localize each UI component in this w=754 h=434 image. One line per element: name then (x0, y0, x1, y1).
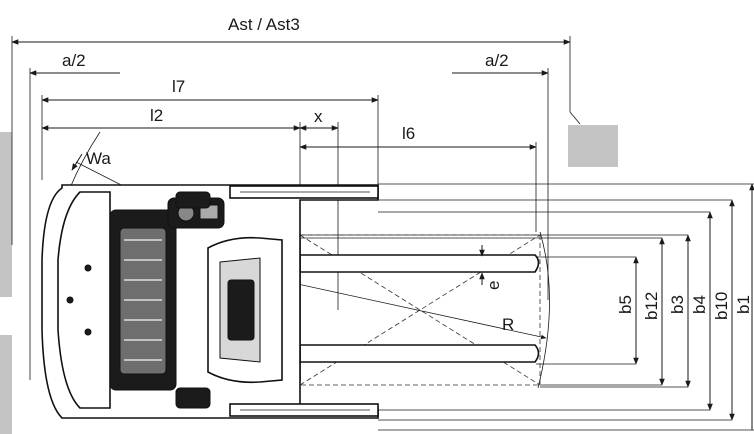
dimension-a2-left: a/2 (29, 51, 120, 380)
dimension-e: e (479, 245, 503, 290)
label-a2-left: a/2 (62, 51, 86, 70)
dimension-ast: Ast / Ast3 (11, 15, 581, 245)
dimension-l7: l7 (41, 77, 379, 190)
label-l2: l2 (150, 106, 163, 125)
grey-reference-block-left-bottom (0, 335, 12, 434)
label-r: R (502, 315, 514, 334)
forks (299, 254, 540, 363)
dimension-l2: l2 (41, 106, 301, 131)
label-b3: b3 (668, 295, 687, 314)
label-e: e (484, 281, 503, 290)
width-dimensions: b5 b12 b3 b4 b10 b1 (300, 183, 754, 431)
label-b5: b5 (616, 295, 635, 314)
label-wa: Wa (86, 149, 111, 168)
label-l6: l6 (402, 124, 415, 143)
grey-reference-block-right (568, 125, 618, 167)
dimension-x: x (299, 107, 339, 310)
label-b12: b12 (642, 292, 661, 320)
label-b4: b4 (690, 295, 709, 314)
dimension-l6: l6 (299, 122, 537, 235)
label-x: x (314, 107, 323, 126)
label-b10: b10 (712, 292, 731, 320)
label-ast: Ast / Ast3 (228, 15, 300, 34)
label-a2-right: a/2 (485, 51, 509, 70)
label-b1: b1 (734, 295, 753, 314)
label-l7: l7 (172, 77, 185, 96)
chassis (41, 184, 379, 419)
grey-reference-block-left-top (0, 132, 12, 297)
